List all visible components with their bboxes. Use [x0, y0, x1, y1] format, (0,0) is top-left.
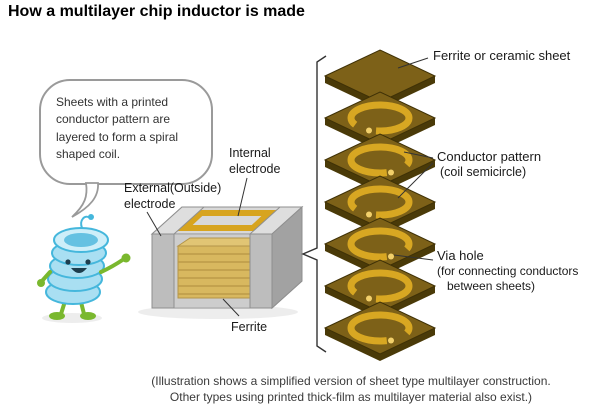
chip-glass: [152, 234, 272, 308]
right-eye: [85, 259, 91, 265]
mouth: [71, 268, 87, 273]
coil-stack: [176, 237, 266, 299]
antenna-tip: [88, 214, 94, 220]
via-hole-label: Via hole (for connecting conductors betw…: [437, 248, 579, 294]
conductor-label-line-2: [397, 162, 434, 199]
external-electrode-right: [248, 205, 304, 310]
left-eye: [65, 259, 71, 265]
right-hand: [121, 253, 131, 263]
conductor-label-line-1: [403, 151, 434, 159]
connector-lines: [146, 57, 434, 317]
coil-top-loop: [177, 210, 277, 231]
speech-bubble: [39, 79, 213, 218]
external-electrode-label: External(Outside) electrode: [124, 181, 222, 211]
external-electrode-left: [150, 206, 206, 309]
left-foot: [49, 312, 65, 320]
conductor-pattern-label: Conductor pattern (coil semicircle): [437, 149, 542, 180]
ferrite-label: Ferrite: [231, 320, 268, 334]
left-hand: [37, 279, 45, 287]
sheet-layer: [324, 301, 436, 362]
chip-illustration: [138, 205, 304, 319]
right-foot: [80, 312, 96, 320]
speech-bubble-tail: [71, 182, 99, 218]
external-electrode-line: [146, 211, 162, 237]
footnote-caption: (Illustration shows a simplified version…: [151, 374, 551, 405]
sheet-label-line: [397, 57, 429, 69]
ferrite-sheet-label: Ferrite or ceramic sheet: [433, 48, 571, 63]
sheet-stack: [324, 49, 436, 362]
mascot-character: [37, 214, 131, 323]
stack-bracket: [301, 55, 327, 353]
internal-electrode-line: [237, 177, 248, 217]
ferrite-label-line: [222, 298, 240, 317]
left-arm: [40, 270, 52, 283]
page-title: How a multilayer chip inductor is made: [8, 3, 305, 20]
via-label-line: [393, 254, 434, 261]
speech-bubble-text: Sheets with a printed conductor pattern …: [56, 95, 179, 162]
internal-electrode-label: Internal electrode: [229, 146, 281, 176]
